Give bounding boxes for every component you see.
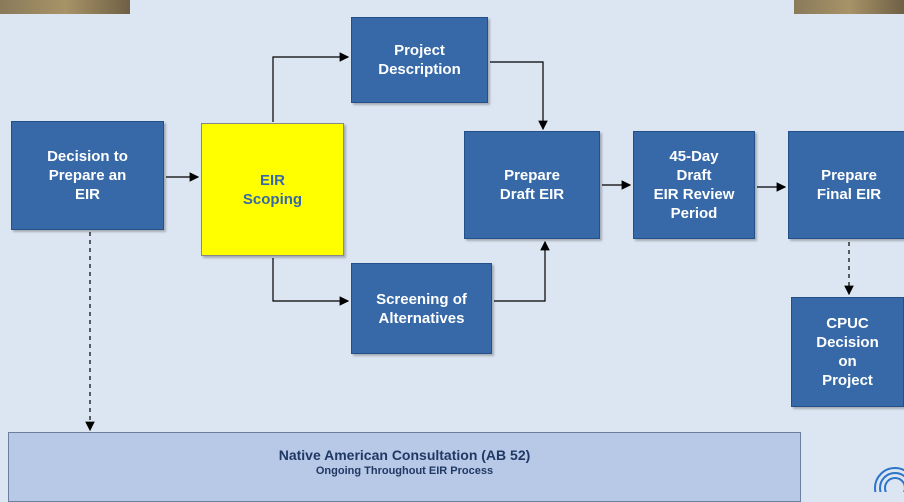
decision-to-prepare-eir-node: Decision to Prepare an EIR xyxy=(11,121,164,230)
prepare-draft-eir-node: Prepare Draft EIR xyxy=(464,131,600,239)
arrow-scoping-to-description xyxy=(272,52,350,122)
project-description-node: Project Description xyxy=(351,17,488,103)
arrow-description-to-draft xyxy=(490,61,548,131)
photo-strip-left xyxy=(0,0,130,14)
native-american-consultation-banner: Native American Consultation (AB 52) Ong… xyxy=(8,432,801,502)
draft-eir-review-period-node: 45-Day Draft EIR Review Period xyxy=(633,131,755,239)
prepare-final-eir-node: Prepare Final EIR xyxy=(788,131,904,239)
photo-strip-right xyxy=(794,0,904,14)
banner-subtitle: Ongoing Throughout EIR Process xyxy=(315,465,494,477)
screening-of-alternatives-node: Screening of Alternatives xyxy=(351,263,492,354)
banner-title: Native American Consultation (AB 52) xyxy=(278,447,531,463)
arrow-screening-to-draft xyxy=(494,240,550,302)
swirl-logo-icon xyxy=(874,467,904,492)
cpuc-decision-node: CPUC Decision on Project xyxy=(791,297,904,407)
arrow-scoping-to-screening xyxy=(272,258,350,306)
eir-scoping-node: EIR Scoping xyxy=(201,123,344,256)
